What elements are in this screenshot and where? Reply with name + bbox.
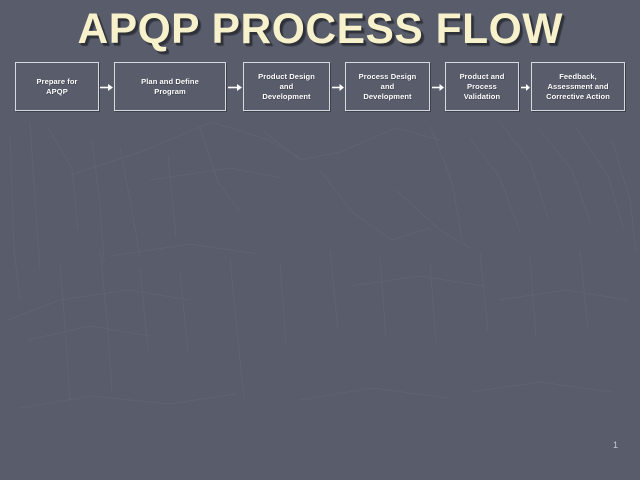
process-step-process-design-and-development[interactable]: Process Design and Development	[345, 62, 430, 111]
process-step-label: Process Design and Development	[358, 71, 417, 101]
process-step-label: Prepare for APQP	[36, 76, 78, 96]
apqp-process-flow-diagram: Prepare for APQP Plan and Define Program…	[0, 0, 640, 130]
arrow-1-to-2	[100, 84, 113, 91]
arrow-3-to-4	[332, 84, 344, 91]
page-number: 1	[612, 440, 618, 450]
process-step-label: Feedback, Assessment and Corrective Acti…	[546, 71, 610, 101]
slide-title-container: APQP PROCESS FLOW	[0, 6, 640, 52]
process-step-feedback-assessment-corrective-action[interactable]: Feedback, Assessment and Corrective Acti…	[531, 62, 625, 111]
arrow-4-to-5	[432, 84, 444, 91]
arrow-5-to-6	[521, 84, 530, 91]
process-step-product-design-and-development[interactable]: Product Design and Development	[243, 62, 330, 111]
process-step-product-and-process-validation[interactable]: Product and Process Validation	[445, 62, 519, 111]
page-title: APQP PROCESS FLOW	[77, 5, 563, 53]
arrow-2-to-3	[228, 84, 242, 91]
process-step-prepare-for-apqp[interactable]: Prepare for APQP	[15, 62, 99, 111]
process-step-plan-and-define-program[interactable]: Plan and Define Program	[114, 62, 226, 111]
process-step-label: Plan and Define Program	[141, 76, 199, 96]
process-step-label: Product and Process Validation	[459, 71, 505, 101]
process-step-label: Product Design and Development	[258, 71, 315, 101]
